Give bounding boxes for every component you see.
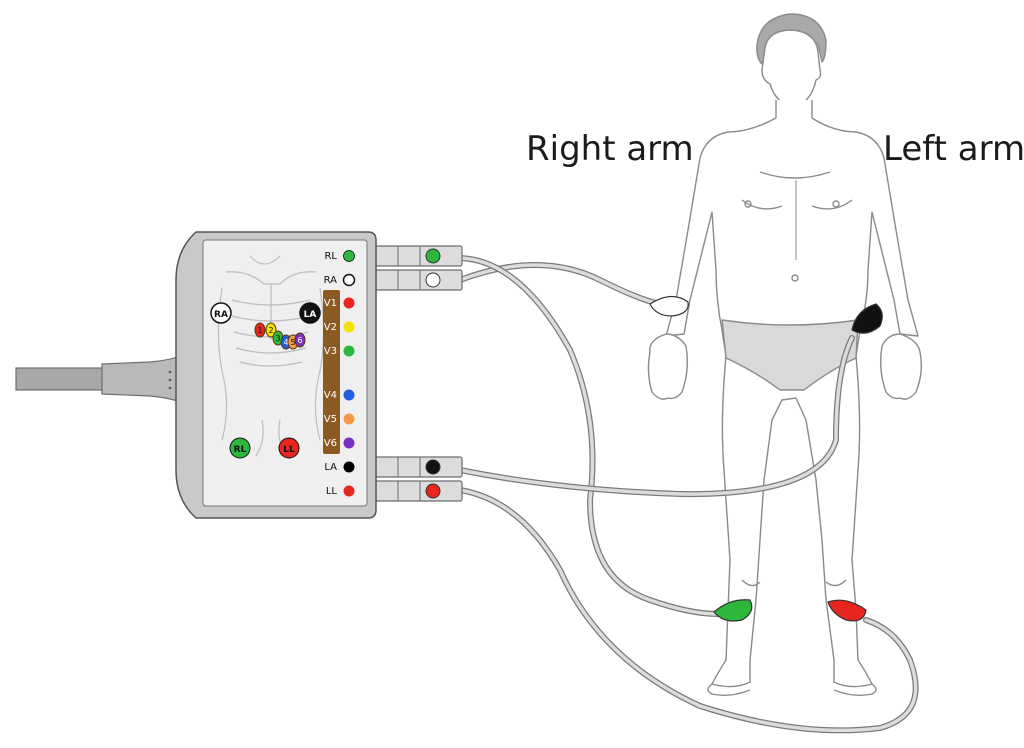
lead-label-v4: V4 bbox=[324, 390, 337, 401]
lead-label-v1: V1 bbox=[324, 298, 337, 309]
lead-dot-ra bbox=[342, 273, 356, 287]
trunk-cable bbox=[15, 355, 181, 403]
human-figure bbox=[647, 13, 923, 697]
ll-electrode bbox=[827, 599, 867, 622]
right-arm-label: Right arm bbox=[526, 129, 694, 169]
lead-dot-rl bbox=[343, 250, 355, 262]
lead-label-rl: RL bbox=[324, 251, 337, 262]
lead-label-v5: V5 bbox=[324, 414, 337, 425]
side-lead-list: RL RA V1 V2 V3 V4 V5 V6 LA LL bbox=[324, 250, 356, 497]
connector-la bbox=[373, 456, 463, 478]
chest-num-5: 5 bbox=[290, 338, 295, 347]
chest-num-4: 4 bbox=[283, 338, 288, 347]
chest-num-1: 1 bbox=[257, 326, 262, 335]
lead-dot-v4 bbox=[343, 389, 355, 401]
chest-num-6: 6 bbox=[297, 336, 302, 345]
lead-wires bbox=[457, 255, 919, 734]
connector-ra bbox=[373, 269, 463, 291]
connector-ll bbox=[373, 480, 463, 502]
lead-dot-v1 bbox=[343, 297, 355, 309]
hand-right bbox=[647, 333, 689, 400]
left-arm-label: Left arm bbox=[883, 129, 1024, 169]
connector-rl bbox=[373, 245, 463, 267]
panel-ra-label: RA bbox=[214, 310, 228, 320]
connectors bbox=[373, 245, 463, 502]
lead-dot-v5 bbox=[343, 413, 355, 425]
ra-electrode bbox=[649, 295, 689, 317]
lead-label-v6: V6 bbox=[324, 438, 337, 449]
lead-label-ll: LL bbox=[326, 486, 338, 497]
la-electrode bbox=[851, 303, 883, 334]
body-outline bbox=[665, 117, 919, 688]
rl-electrode bbox=[713, 599, 753, 622]
chest-electrodes: 1 2 3 4 5 6 bbox=[254, 322, 306, 350]
panel-ll-label: LL bbox=[283, 445, 295, 455]
lead-dot-la bbox=[343, 461, 355, 473]
hand-left bbox=[879, 333, 923, 400]
ecg-lead-box: RA LA RL LL 1 2 3 4 5 6 RL RA bbox=[175, 231, 377, 519]
chest-num-3: 3 bbox=[275, 334, 280, 343]
chest-num-2: 2 bbox=[268, 326, 273, 335]
lead-dot-v3 bbox=[343, 345, 355, 357]
panel-la-label: LA bbox=[304, 310, 317, 320]
lead-dot-v2 bbox=[343, 321, 355, 333]
lead-label-ra: RA bbox=[324, 275, 338, 286]
lead-label-la: LA bbox=[324, 462, 337, 473]
body-electrodes bbox=[649, 295, 883, 622]
lead-dot-ll bbox=[343, 485, 355, 497]
panel-rl-label: RL bbox=[234, 445, 247, 455]
lead-label-v2: V2 bbox=[324, 322, 337, 333]
lead-dot-v6 bbox=[343, 437, 355, 449]
head bbox=[761, 29, 822, 109]
lead-label-v3: V3 bbox=[324, 346, 337, 357]
